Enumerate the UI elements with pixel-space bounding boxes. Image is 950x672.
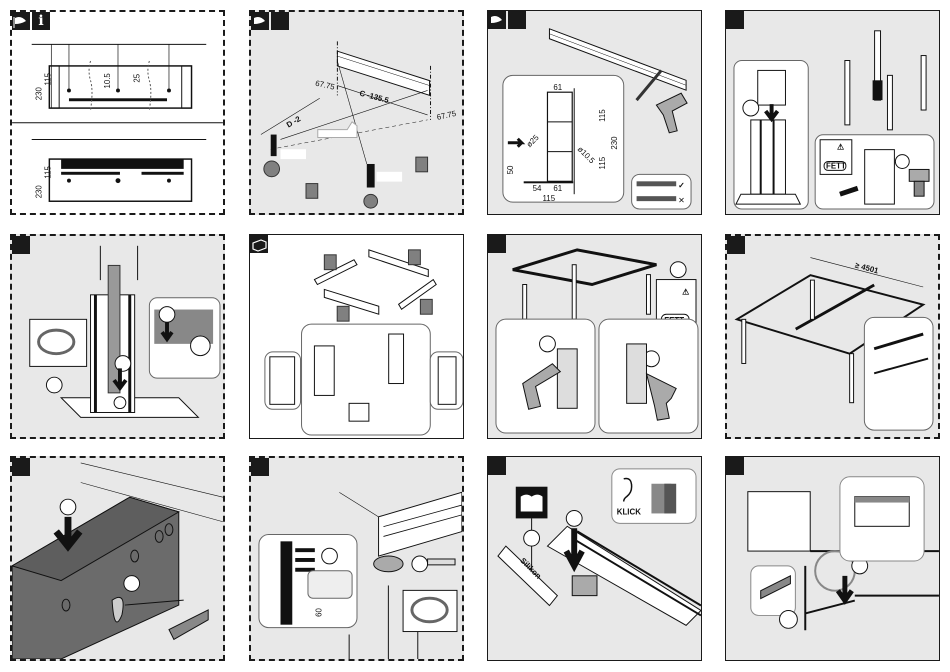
- click-label: KLICK: [617, 507, 641, 516]
- warning-icon: ⚠: [682, 287, 689, 296]
- step-circle: [743, 100, 759, 116]
- d-dimension-label: D -2: [285, 114, 303, 130]
- layout-drawing: 67.75 C -135.5 67.75 D -2: [251, 12, 462, 213]
- panel-10-hose-clamp: 60: [249, 456, 464, 661]
- rail-key-drawing: [12, 458, 223, 659]
- frame-parts-drawing: [250, 235, 463, 438]
- step-circle: [540, 336, 556, 352]
- dim-230-bottom: 230: [35, 185, 44, 199]
- step-circle: [46, 377, 62, 393]
- dim-54: 54: [533, 184, 542, 193]
- offset-left-label: 67.75: [314, 79, 336, 92]
- step-circle: [412, 556, 428, 572]
- step-circle: [159, 307, 175, 323]
- step-marker: [416, 157, 428, 172]
- dim-115-upper: 115: [598, 109, 607, 122]
- step-marker: [420, 299, 432, 314]
- step-circle: [60, 499, 76, 515]
- step-circle: [670, 262, 686, 278]
- step-circle: [524, 530, 540, 546]
- hose-clamp-drawing: 60: [251, 458, 462, 659]
- dim-115-bottom: 115: [543, 194, 556, 203]
- corner-seal-drawing: [726, 457, 939, 660]
- step-circle: [780, 610, 798, 628]
- step-marker: [324, 255, 336, 270]
- wall-section-drawing: 230 115 10.5 25 230 115: [12, 12, 223, 213]
- dim-50: 50: [506, 165, 515, 174]
- panel-6-frame-parts: [249, 234, 464, 439]
- step-circle: [124, 576, 140, 592]
- dim-230: 230: [610, 136, 619, 150]
- warning-icon: ⚠: [837, 143, 844, 152]
- step-circle: [566, 510, 582, 526]
- mount-posts-drawing: ⚠ FETT: [726, 11, 939, 214]
- step-circle: [115, 356, 131, 372]
- grease-label: FETT: [826, 161, 846, 170]
- attach-frame-drawing: ⚠ FETT: [488, 235, 701, 438]
- panel-9-rail-key: [10, 456, 225, 661]
- offset-right-label: 67.75: [436, 109, 458, 122]
- dim-115-top: 115: [43, 72, 52, 85]
- step-marker: [337, 306, 349, 321]
- drill-icon: [656, 93, 687, 133]
- dim-61-bottom: 61: [553, 184, 562, 193]
- cable-conduit-drawing: [12, 236, 223, 437]
- step-circle: [895, 155, 909, 169]
- frame-span-drawing: ≥ 4501: [727, 236, 938, 437]
- panel-4-mount-posts: ⚠ FETT: [725, 10, 940, 215]
- arrow-down-icon: [838, 576, 852, 601]
- panel-2-layout-measurement: 67.75 C -135.5 67.75 D -2: [249, 10, 464, 215]
- dim-115-lower: 115: [598, 156, 607, 169]
- screwdriver-icon: [428, 559, 455, 565]
- dim-230-top: 230: [35, 87, 44, 101]
- hand-pointer-callout: [318, 122, 357, 138]
- drill-wall-drawing: 61 115 115 230 ø25 ø10.5 50 54 61 115 ✓ …: [488, 11, 701, 214]
- panel-12-corner-seal: [725, 456, 940, 661]
- panel-7-attach-frame: ⚠ FETT: [487, 234, 702, 439]
- min-span-label: ≥ 4501: [854, 261, 880, 276]
- dim-115-bottom: 115: [43, 166, 52, 179]
- step-circle: [322, 548, 338, 564]
- dim-10-5: 10.5: [103, 73, 112, 89]
- panel-3-drill-wall: 61 115 115 230 ø25 ø10.5 50 54 61 115 ✓ …: [487, 10, 702, 215]
- c-dimension-label: C -135.5: [358, 89, 390, 106]
- panel-5-cable-conduit: [10, 234, 225, 439]
- manual-book-icon: [521, 495, 543, 512]
- check-mark-icon: ✓: [678, 181, 685, 190]
- panel-8-frame-span: ≥ 4501: [725, 234, 940, 439]
- step-marker: [306, 184, 318, 199]
- panel-11-silicone-click: Silikon KLICK: [487, 456, 702, 661]
- panel-1-wall-dimensions: i 230 115 10.5 25 230 115: [10, 10, 225, 215]
- dim-60: 60: [315, 607, 324, 616]
- silicone-tube-icon: [498, 546, 557, 605]
- step-marker: [408, 250, 420, 265]
- dim-25: 25: [133, 73, 142, 82]
- dim-61-top: 61: [553, 83, 562, 92]
- silicone-click-drawing: Silikon KLICK: [488, 457, 701, 660]
- screwdriver-icon: [909, 169, 929, 181]
- cross-mark-icon: ✕: [678, 196, 685, 205]
